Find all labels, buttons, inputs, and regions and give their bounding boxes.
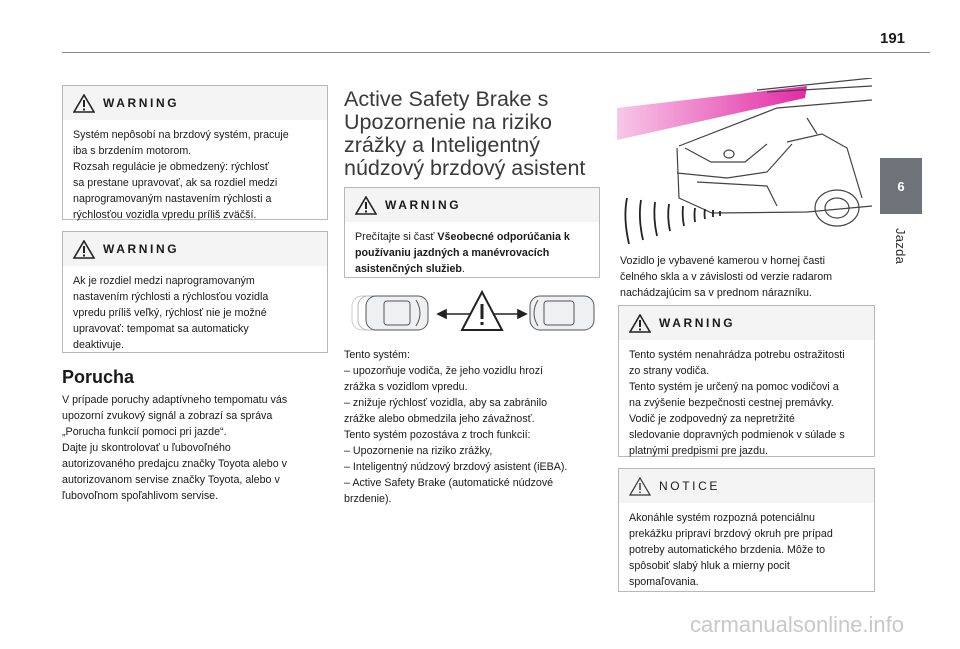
watermark: carmanualsonline.info [690,612,905,637]
text-line: Vozidlo je vybavené kamerou v hornej čas… [620,255,825,267]
section-title-asb: Active Safety Brake s Upozornenie na riz… [344,87,586,180]
text-line: naprogramovaným nastavením rýchlosti a [73,193,272,205]
text-line: asistenčných služieb. [355,261,589,277]
text-line: Akonáhle systém rozpozná potenciálnu [629,512,815,524]
text-line: V prípade poruchy adaptívneho tempomatu … [62,394,288,406]
text-line: upozorní zvukový signál a zobrazí sa spr… [62,410,273,422]
text-line: Ak je rozdiel medzi naprogramovaným [73,275,255,287]
warning-triangle-icon [629,314,651,333]
warning-heading: WARNING [659,316,736,330]
image-caption: Vozidlo je vybavené kamerou v hornej čas… [620,253,880,301]
text-line: iba s brzdením motorom. [73,145,192,157]
warning-triangle-icon [73,94,95,113]
text-line: platnými predpismi pre jazdu. [629,445,769,457]
text-line: ľubovoľnom spoľahlivom servise. [62,490,219,502]
text-line: potreby automatického brzdenia. Môže to [629,544,826,556]
text-line: Dajte ju skontrolovať u ľubovoľného [62,442,231,454]
bold-span: používaniu jazdných a manévrovacích [355,247,550,259]
text-line: nachádzajúcim sa v prednom nárazníku. [620,287,812,299]
system-description: Tento systém: – upozorňuje vodiča, že je… [344,347,604,507]
camera-beam [617,86,807,140]
header-rule [62,52,930,53]
warning-box-3: WARNING Prečítajte si časť Všeobecné odp… [344,187,600,278]
text-line: vpredu príliš veľký, rýchlosť nie je mož… [73,307,267,319]
text-line: zrážka s vozidlom vpredu. [344,381,468,393]
text-line: na zvýšenie bezpečnosti cestnej premávky… [629,397,834,409]
warning-text: Prečítajte si časť Všeobecné odporúčania… [345,222,599,286]
text-line: – upozorňuje vodiča, že jeho vozidlu hro… [344,365,544,377]
warning-header: WARNING [345,188,599,222]
bold-span: Všeobecné odporúčania k [437,231,570,243]
text-span: Prečítajte si časť [355,231,438,243]
text-line: Systém nepôsobí na brzdový systém, pracu… [73,129,289,141]
text-line: zo strany vodiča. [629,365,710,377]
text-line: brzdenie). [344,493,392,505]
warning-text: Ak je rozdiel medzi naprogramovaným nast… [63,266,327,362]
text-line: Prečítajte si časť Všeobecné odporúčania… [355,229,589,245]
text-line: nastavením rýchlosti a rýchlosťou vozidl… [73,291,269,303]
bold-span: asistenčných služieb [355,263,462,275]
text-line: zrážke alebo obmedzila jeho závažnosť. [344,413,535,425]
warning-header: WARNING [63,86,327,120]
text-line: – Upozornenie na riziko zrážky, [344,445,493,457]
warning-header: WARNING [63,232,327,266]
text-line: spôsobiť slabý hluk a mierny pocit [629,560,790,572]
text-line: používaniu jazdných a manévrovacích [355,245,589,261]
text-line: autorizovanom servise značky Toyota, ale… [62,474,280,486]
warning-triangle-icon [73,240,95,259]
text-line: Vodič je zodpovedný za nepretržité [629,413,795,425]
warning-text: Tento systém nenahrádza potrebu ostražit… [619,340,874,468]
text-line: Tento systém: [344,349,410,361]
notice-text: Akonáhle systém rozpozná potenciálnu pre… [619,503,874,599]
text-line: upravovať: tempomat sa automaticky [73,323,249,335]
notice-heading: NOTICE [659,479,720,493]
warning-box-1: WARNING Systém nepôsobí na brzdový systé… [62,85,328,221]
chapter-tab[interactable]: 6 [880,158,922,214]
text-line: Rozsah regulácie je obmedzený: rýchlosť [73,161,269,173]
text-line: čelného skla a v závislosti od verzie ra… [620,271,833,283]
text-span: . [461,263,465,275]
warning-heading: WARNING [385,198,462,212]
text-line: – Active Safety Brake (automatické núdzo… [344,477,554,489]
warning-box-2: WARNING Ak je rozdiel medzi naprogramova… [62,231,328,353]
text-line: sa prestane upravovať, ak sa rozdiel med… [73,177,278,189]
porucha-paragraph: V prípade poruchy adaptívneho tempomatu … [62,392,332,504]
notice-header: NOTICE [619,469,874,503]
notice-triangle-icon [629,477,651,496]
text-line: deaktivuje. [73,339,125,351]
text-line: Tento systém nenahrádza potrebu ostražit… [629,349,845,361]
warning-heading: WARNING [103,242,180,256]
text-line: Tento systém je určený na pomoc vodičovi… [629,381,839,393]
warning-heading: WARNING [103,96,180,110]
warning-box-4: WARNING Tento systém nenahrádza potrebu … [618,305,875,457]
text-line: – znižuje rýchlosť vozidla, aby sa zabrá… [344,397,548,409]
text-line: rýchlosťou vozidla vpredu príliš zväčší. [73,209,257,221]
text-line: prekážku pripraví brzdový okruh pre príp… [629,528,833,540]
text-line: spomaľovania. [629,576,699,588]
section-title-porucha: Porucha [62,367,135,387]
text-line: autorizovaného predajcu značky Toyota al… [62,458,287,470]
text-line: Tento systém pozostáva z troch funkcií: [344,429,531,441]
notice-box: NOTICE Akonáhle systém rozpozná potenciá… [618,468,875,592]
warning-triangle-icon [355,196,377,215]
text-line: sledovanie dopravných podmienok v súlade… [629,429,845,441]
text-line: – Inteligentný núdzový brzdový asistent … [344,461,568,473]
chapter-title: Jazda [893,228,908,265]
cars-collision-illustration [351,290,595,331]
van-camera-radar-illustration [617,78,873,245]
page-number: 191 [880,30,906,47]
warning-header: WARNING [619,306,874,340]
chapter-label: Jazda [886,228,916,288]
text-line: „Porucha funkcií pomoci pri jazde“. [62,426,227,438]
warning-text: Systém nepôsobí na brzdový systém, pracu… [63,120,327,232]
